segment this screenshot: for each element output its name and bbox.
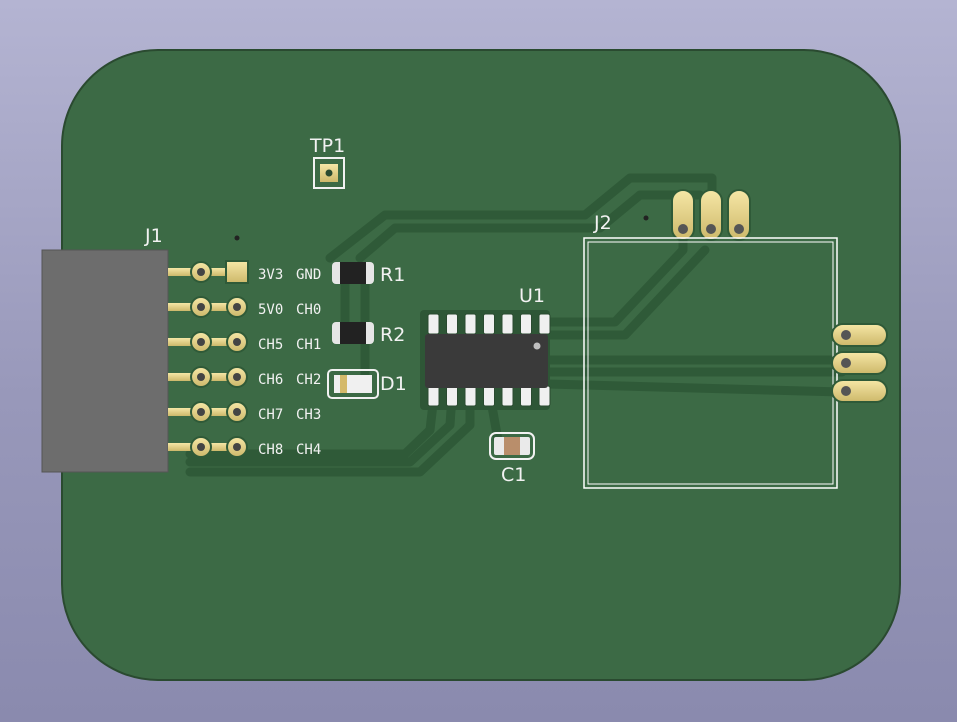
j1-pin-label-group: 3V3 GND 5V0 CH0 CH5 CH1 CH6 CH2 CH7 CH3 …	[258, 267, 321, 458]
ref-r2: R2	[380, 324, 405, 346]
j1-pin-label-right: CH3	[296, 407, 321, 423]
j1-pin-label-left: 5V0	[258, 302, 283, 318]
ref-tp1: TP1	[309, 135, 345, 157]
j2-side-pins[interactable]	[831, 323, 888, 403]
j1-pin-label-right: CH1	[296, 337, 321, 353]
j1-pin-row[interactable]	[168, 366, 248, 388]
j1-pin-label-right: CH2	[296, 372, 321, 388]
ref-c1: C1	[501, 464, 526, 486]
ref-j2: J2	[593, 212, 612, 234]
j1-pin1-marker	[234, 235, 240, 241]
j1-connector-body	[41, 249, 169, 473]
j1-pin-row[interactable]	[168, 296, 248, 318]
j1-pin-label-left: CH5	[258, 337, 283, 353]
c1-capacitor[interactable]	[489, 432, 535, 460]
j2-header[interactable]	[643, 189, 751, 241]
u1-ic[interactable]	[420, 310, 551, 410]
j1-pin-row[interactable]	[168, 331, 248, 353]
j1-pin-label-left: CH7	[258, 407, 283, 423]
d1-diode[interactable]	[327, 369, 379, 399]
j1-pin-row[interactable]	[168, 401, 248, 423]
j1-pin-label-left: CH6	[258, 372, 283, 388]
ref-d1: D1	[380, 373, 407, 395]
tp1-testpoint[interactable]	[313, 157, 345, 189]
j1-pin-label-right: CH0	[296, 302, 321, 318]
j1-pins	[168, 261, 248, 458]
ref-r1: R1	[380, 264, 405, 286]
j1-pin-label-left: 3V3	[258, 267, 283, 283]
j1-pin-label-left: CH8	[258, 442, 283, 458]
r2-resistor[interactable]	[332, 322, 374, 344]
j1-pin1-pad[interactable]	[225, 260, 249, 284]
ref-u1: U1	[519, 285, 545, 307]
r1-resistor[interactable]	[332, 262, 374, 284]
j1-pin-row[interactable]	[168, 261, 238, 283]
ref-j1: J1	[144, 225, 163, 247]
j1-pin-row[interactable]	[168, 436, 248, 458]
j1-pin-label-right: CH4	[296, 442, 321, 458]
j1-pin-label-right: GND	[296, 267, 321, 283]
